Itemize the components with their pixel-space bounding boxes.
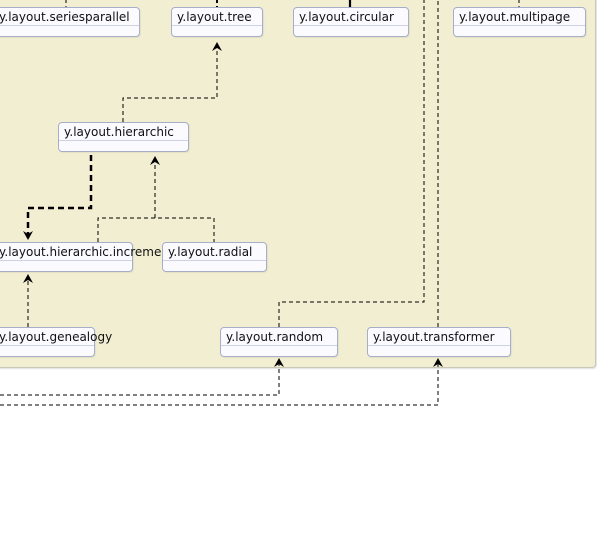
edge-external-to-random (0, 358, 284, 396)
node-radial[interactable]: y.layout.radial (162, 242, 267, 272)
node-divider (454, 25, 585, 26)
package-group (0, 0, 596, 368)
edge-hierarchic-to-incremental (23, 155, 93, 240)
node-label: y.layout.tree (177, 10, 252, 24)
edge-random-to-multipage (278, 0, 425, 327)
node-divider (368, 345, 510, 346)
node-divider (59, 140, 188, 141)
node-genealogy[interactable]: y.layout.genealogy (0, 327, 112, 357)
node-divider (294, 25, 408, 26)
node-random[interactable]: y.layout.random (220, 327, 338, 357)
node-divider (0, 260, 132, 261)
edge-hierarchic-to-tree (122, 42, 222, 122)
node-divider (172, 25, 262, 26)
node-divider (0, 345, 94, 346)
node-label: y.layout.hierarchic.incremental (0, 245, 185, 259)
node-label: y.layout.circular (299, 10, 394, 24)
node-divider (163, 260, 266, 261)
node-label: y.layout.hierarchic (64, 125, 174, 139)
node-label: y.layout.radial (168, 245, 253, 259)
node-divider (0, 25, 139, 26)
node-label: y.layout.multipage (459, 10, 571, 24)
node-transformer[interactable]: y.layout.transformer (367, 327, 511, 357)
node-label: y.layout.transformer (373, 330, 495, 344)
edge-external-to-transformer (0, 358, 443, 406)
node-label: y.layout.random (226, 330, 324, 344)
node-multipage[interactable]: y.layout.multipage (453, 7, 586, 37)
node-hierarchic[interactable]: y.layout.hierarchic (58, 122, 189, 152)
node-seriesparallel[interactable]: y.layout.seriesparallel (0, 7, 140, 37)
node-divider (221, 345, 337, 346)
edge-incremental-radial-to-hierarchic (97, 157, 215, 242)
node-hierarchic-incremental[interactable]: y.layout.hierarchic.incremental (0, 242, 184, 272)
node-label: y.layout.genealogy (0, 330, 113, 344)
node-tree[interactable]: y.layout.tree (171, 7, 263, 37)
node-label: y.layout.seriesparallel (0, 10, 130, 24)
node-circular[interactable]: y.layout.circular (293, 7, 409, 37)
